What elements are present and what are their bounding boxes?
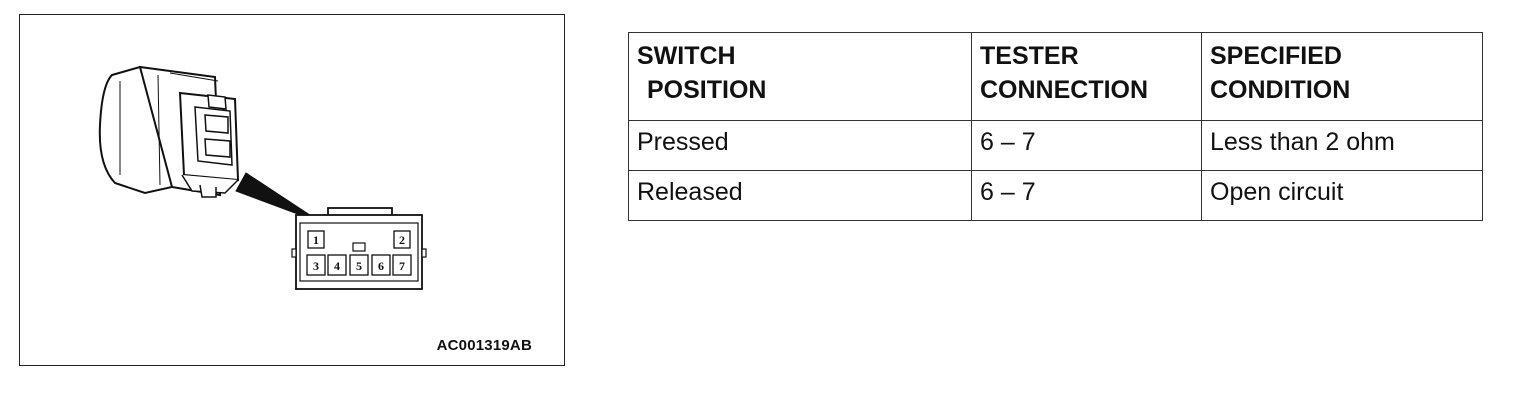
header-line: SWITCH [637, 42, 736, 70]
header-line: POSITION [647, 76, 767, 104]
cell-switch-position: Released [628, 170, 972, 221]
pointer-wedge [235, 172, 323, 224]
pin-label-1: 1 [313, 233, 319, 247]
header-line: SPECIFIED [1210, 42, 1342, 70]
header-line: CONDITION [1210, 76, 1351, 104]
switch-body-drawing [98, 65, 240, 198]
cell-specified-condition: Open circuit [1201, 170, 1483, 221]
pin-4-box [327, 254, 347, 276]
pin-7-box [392, 254, 412, 276]
cell-specified-condition: Less than 2 ohm [1201, 120, 1483, 171]
header-specified-condition: SPECIFIED CONDITION [1201, 32, 1483, 121]
cell-tester-connection: 6 – 7 [971, 170, 1202, 221]
illustration-frame: 1 2 3 4 5 6 7 AC001319AB [19, 14, 565, 366]
switch-spec-table: SWITCH POSITION TESTER CONNECTION SPECIF… [628, 32, 1483, 221]
table-row: Released 6 – 7 Open circuit [628, 170, 1483, 221]
cell-tester-connection: 6 – 7 [971, 120, 1202, 171]
pin-2-box [393, 230, 411, 249]
connector-pins [306, 230, 412, 276]
pin-label-3: 3 [313, 259, 319, 273]
pin-label-7: 7 [399, 259, 405, 273]
table-row: Pressed 6 – 7 Less than 2 ohm [628, 120, 1483, 171]
pin-1-box [307, 230, 325, 249]
pin-6-box [371, 254, 391, 276]
pin-label-2: 2 [399, 233, 405, 247]
header-tester-connection: TESTER CONNECTION [971, 32, 1202, 121]
pin-3-box [306, 254, 326, 276]
pin-label-4: 4 [334, 259, 340, 273]
header-line: CONNECTION [980, 76, 1149, 104]
figure-code: AC001319AB [436, 337, 532, 354]
pin-5-box [349, 254, 369, 276]
cell-switch-position: Pressed [628, 120, 972, 171]
header-line: TESTER [980, 42, 1079, 70]
switch-connector-illustration: 1 2 3 4 5 6 7 [98, 65, 427, 290]
pin-label-5: 5 [356, 259, 362, 273]
pin-label-6: 6 [378, 259, 384, 273]
table-header-row: SWITCH POSITION TESTER CONNECTION SPECIF… [628, 32, 1483, 121]
header-switch-position: SWITCH POSITION [628, 32, 972, 121]
